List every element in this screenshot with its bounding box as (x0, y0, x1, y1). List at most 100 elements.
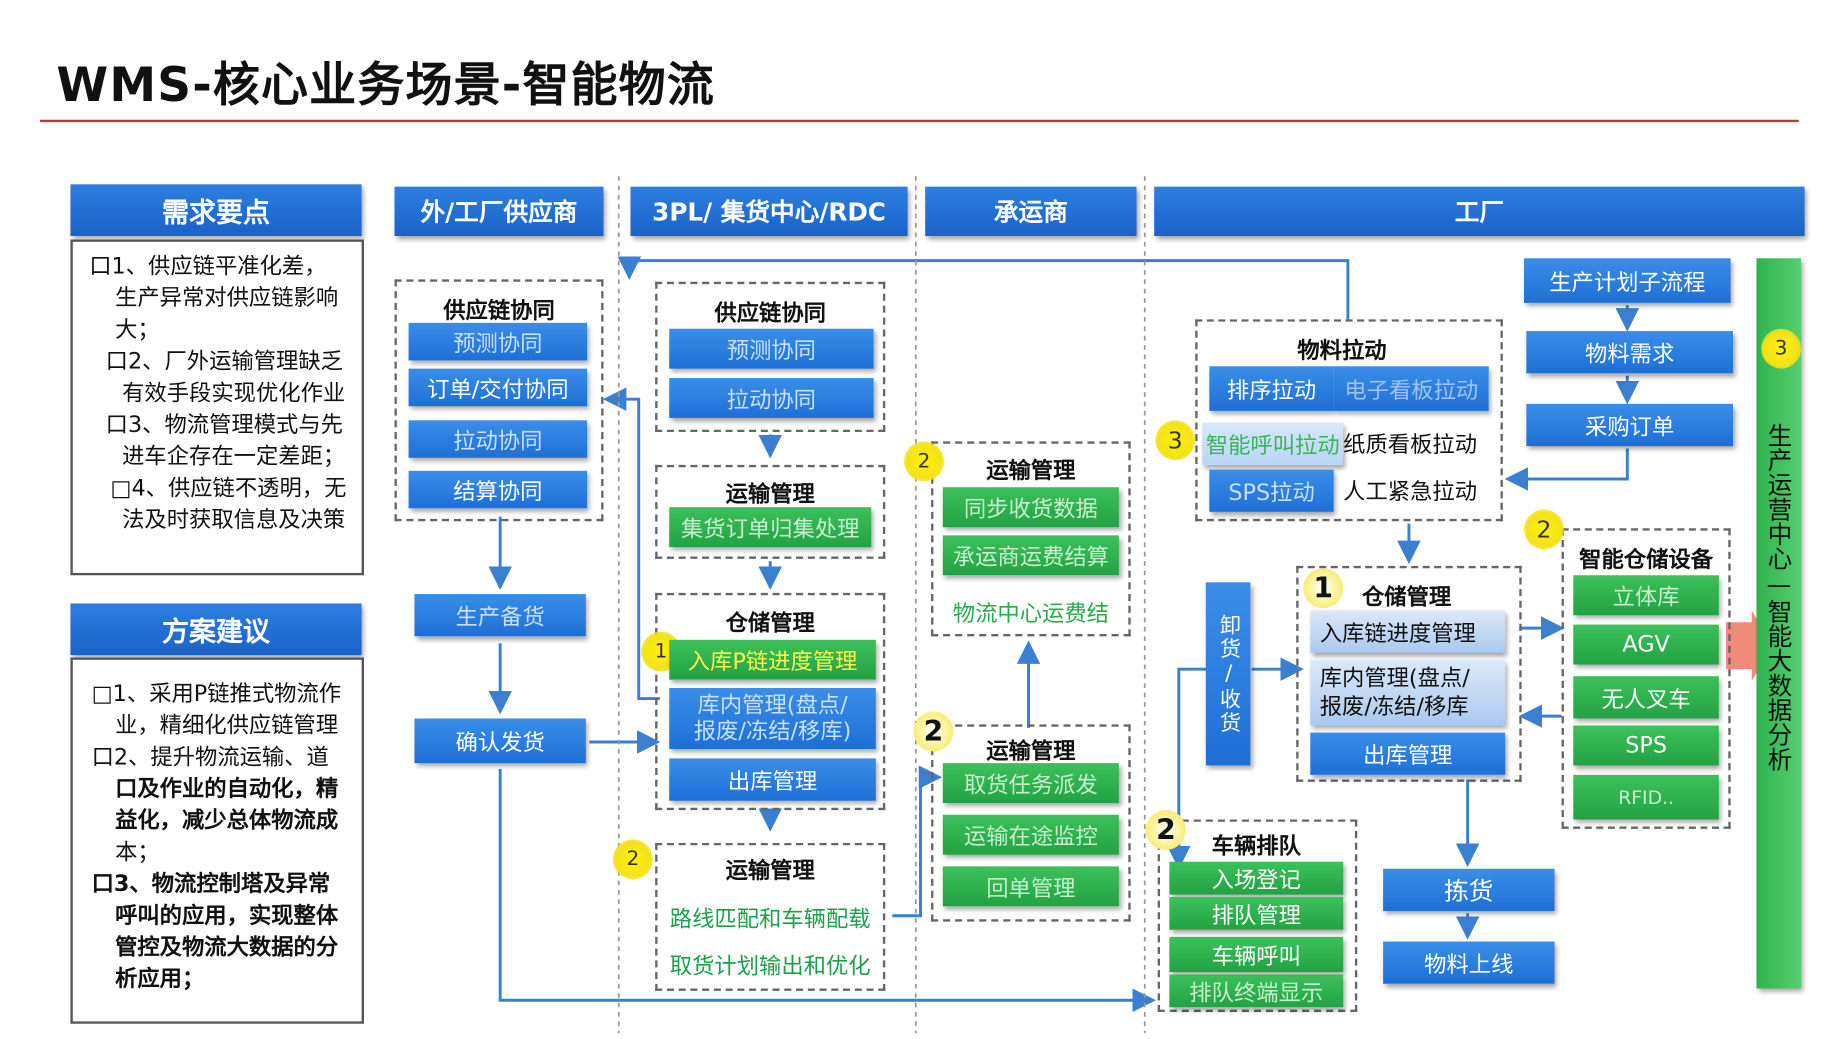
tpl-collab-item: 拉动协同 (669, 378, 874, 418)
demand-item: 口2、厂外运输管理缺乏 (105, 348, 343, 375)
factory-pull-item: 排序拉动 (1209, 366, 1334, 411)
supplier-collab-item: 拉动协同 (408, 420, 588, 458)
factory-queue-item: 入场登记 (1169, 861, 1344, 895)
factory-device-item: RFID.. (1573, 774, 1719, 820)
factory-unload-box: 卸货/收货 (1205, 582, 1251, 766)
solution-item: 口2、提升物流运输、道 (91, 744, 329, 771)
carrier-transport1-title: 运输管理 (986, 457, 1076, 484)
factory-device-item: SPS (1573, 725, 1719, 766)
solution-item: 管控及物流大数据的分 (115, 934, 339, 961)
priority-badge: 2 (1145, 810, 1186, 850)
demand-item: □4、供应链不透明，无 (110, 475, 347, 502)
factory-wh-group (1296, 565, 1522, 782)
tpl-transport2-group (655, 842, 886, 991)
factory-wh-item: 出库管理 (1310, 732, 1506, 775)
factory-pull-item: 纸质看板拉动 (1343, 432, 1478, 458)
factory-queue-item: 排队管理 (1169, 896, 1344, 930)
factory-plan-item: 采购订单 (1526, 403, 1733, 447)
solution-item: 口及作业的自动化，精 (115, 776, 339, 802)
solution-item: 析应用； (115, 966, 205, 993)
factory-device-group (1561, 528, 1731, 829)
priority-badge: 2 (904, 441, 944, 482)
demand-item: 进车企存在一定差距； (122, 443, 346, 470)
factory-pull-item: SPS拉动 (1209, 469, 1334, 512)
tpl-transport1-group (655, 464, 886, 559)
factory-online-box: 物料上线 (1383, 941, 1555, 984)
tpl-transport1-item: 集货订单归集处理 (669, 507, 872, 548)
solution-item: □1、采用P链推式物流作 (91, 680, 342, 707)
factory-wh-title: 仓储管理 (1361, 584, 1452, 611)
factory-wh-item-inventory: 库内管理(盘点/ 报废/冻结/移库 (1310, 659, 1506, 726)
priority-badge: 3 (1761, 328, 1802, 369)
tpl-warehouse-item-inventory: 库内管理(盘点/ 报废/冻结/移库) (669, 687, 876, 750)
demand-item: 大； (115, 316, 160, 343)
factory-wh-item: 入库链进度管理 (1310, 610, 1506, 653)
carrier-transport1-item: 同步收货数据 (942, 487, 1119, 528)
priority-badge: 2 (612, 839, 653, 880)
supplier-collab-group (394, 279, 604, 522)
tpl-collab-group (655, 281, 886, 433)
factory-pull-group (1195, 319, 1503, 522)
supplier-confirm-box: 确认发货 (414, 718, 586, 764)
solution-item: 业，精细化供应链管理 (115, 712, 339, 739)
factory-device-item: 立体库 (1573, 575, 1719, 616)
priority-badge: 2 (913, 711, 954, 752)
factory-pull-item: 智能呼叫拉动 (1202, 422, 1344, 465)
tpl-warehouse-item: 入库P链进度管理 (669, 639, 876, 680)
demand-header: 需求要点 (70, 184, 362, 236)
demand-list: 口1、供应链平准化差， 生产异常对供应链影响 大； 口2、厂外运输管理缺乏 有效… (70, 239, 364, 576)
factory-plan-header: 生产计划子流程 (1523, 258, 1731, 303)
demand-item: 口3、物流管理模式与先 (105, 412, 343, 438)
title-underline (39, 119, 1799, 123)
tpl-transport2-item: 取货计划输出和优化 (669, 953, 871, 980)
column-header-factory: 工厂 (1154, 186, 1805, 236)
factory-pull-title: 物料拉动 (1297, 338, 1387, 364)
factory-device-title: 智能仓储设备 (1579, 547, 1714, 573)
solution-list: □1、采用P链推式物流作 业，精细化供应链管理 口2、提升物流运输、道 口及作业… (70, 657, 364, 1024)
carrier-transport2-title: 运输管理 (986, 738, 1076, 765)
priority-badge: 1 (1303, 568, 1344, 609)
tpl-transport2-item: 路线匹配和车辆配载 (669, 906, 871, 933)
tpl-collab-title: 供应链协同 (714, 300, 826, 327)
carrier-transport1-group (931, 441, 1131, 637)
carrier-transport1-item: 物流中心运费结 (952, 600, 1109, 627)
column-header-3pl: 3PL/ 集货中心/RDC (630, 186, 908, 236)
factory-ops-center: 生产运营中心—智能大数据分析 (1756, 258, 1802, 989)
tpl-warehouse-item: 出库管理 (669, 758, 876, 801)
carrier-transport2-item: 运输在途监控 (942, 814, 1119, 855)
tpl-transport2-title: 运输管理 (725, 858, 815, 885)
factory-pull-item: 人工紧急拉动 (1343, 478, 1478, 505)
supplier-collab-item: 订单/交付协同 (408, 368, 588, 407)
factory-queue-group (1157, 819, 1358, 1012)
carrier-transport2-item: 回单管理 (942, 866, 1119, 907)
factory-wh-item: 库内管理(盘点/ (1319, 665, 1470, 692)
factory-device-item: 无人叉车 (1573, 676, 1719, 719)
factory-wh-item: 报废/冻结/移库 (1319, 693, 1469, 720)
solution-header: 方案建议 (70, 603, 362, 656)
factory-pull-item: 电子看板拉动 (1333, 366, 1489, 411)
solution-item: 本； (115, 839, 160, 866)
solution-item: 口3、物流控制塔及异常 (91, 871, 331, 897)
column-header-supplier: 外/工厂供应商 (394, 186, 604, 236)
factory-queue-item: 排队终端显示 (1169, 974, 1344, 1008)
factory-plan-item: 物料需求 (1526, 331, 1733, 374)
solution-item: 呼叫的应用，实现整体 (115, 902, 339, 929)
factory-queue-item: 车辆呼叫 (1169, 936, 1344, 973)
tpl-warehouse-group (655, 592, 886, 811)
factory-device-item: AGV (1573, 624, 1719, 665)
tpl-warehouse-item: 报废/冻结/移库) (693, 718, 852, 745)
demand-item: 口1、供应链平准化差， (89, 253, 327, 280)
supplier-collab-title: 供应链协同 (443, 298, 555, 325)
carrier-transport2-group (931, 724, 1131, 922)
supplier-prepare-box: 生产备货 (414, 594, 586, 637)
supplier-collab-item: 结算协同 (408, 470, 588, 509)
tpl-transport1-title: 运输管理 (725, 481, 815, 508)
tpl-warehouse-item: 库内管理(盘点/ (697, 692, 848, 719)
carrier-transport2-item: 取货任务派发 (942, 763, 1119, 804)
demand-item: 生产异常对供应链影响 (115, 285, 339, 312)
tpl-collab-item: 预测协同 (669, 328, 874, 369)
demand-item: 有效手段实现优化作业 (122, 380, 346, 407)
priority-badge: 2 (1523, 509, 1564, 550)
